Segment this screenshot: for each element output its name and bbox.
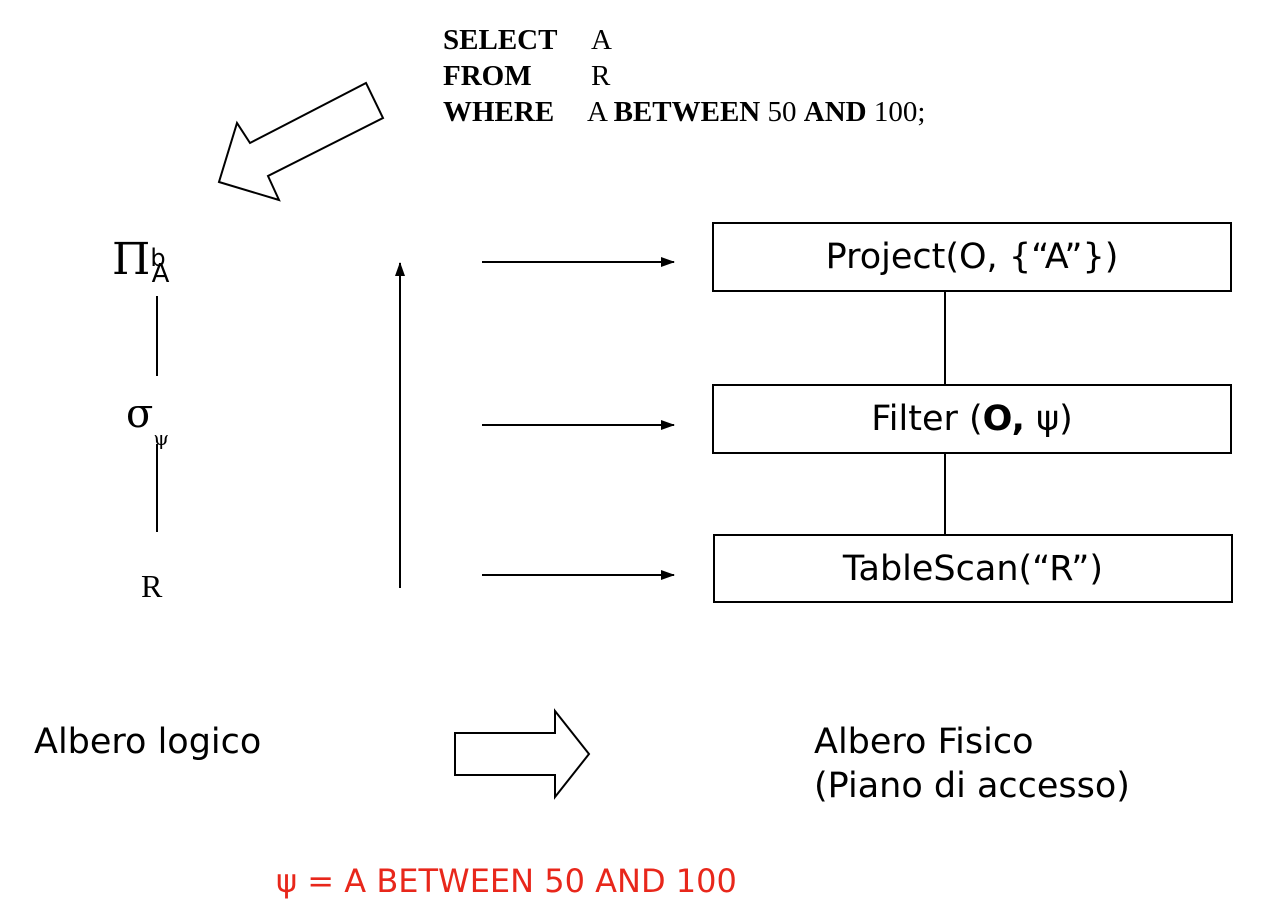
filter-operator-box: Filter (O, ψ)	[712, 384, 1232, 454]
sql-and-keyword: AND	[803, 96, 867, 128]
tablescan-operator-box: TableScan(“R”)	[713, 534, 1233, 603]
sql-to-logical-arrow	[217, 81, 385, 202]
logical-tree-caption: Albero logico	[34, 722, 262, 762]
sql-select-keyword: SELECT	[443, 24, 558, 56]
projection-superscript: b	[150, 244, 166, 272]
sql-from-keyword: FROM	[443, 60, 532, 92]
sql-where-clause: A BETWEEN 50 AND 100;	[587, 94, 925, 130]
filter-suffix: ψ)	[1024, 399, 1073, 439]
relation-node: R	[141, 568, 163, 604]
filter-bold-arg: O,	[982, 399, 1025, 439]
filter-operator-label: Filter (O, ψ)	[871, 399, 1073, 439]
sql-from-arg: R	[591, 60, 611, 92]
project-operator-label: Project(O, {“A”})	[825, 237, 1119, 277]
sql-between-keyword: BETWEEN	[613, 96, 761, 128]
sql-where-attr: A	[587, 96, 607, 128]
sql-where-keyword: WHERE	[443, 96, 555, 128]
project-operator-box: Project(O, {“A”})	[712, 222, 1232, 292]
filter-prefix: Filter (	[871, 399, 983, 439]
predicate-definition: ψ = A BETWEEN 50 AND 100	[276, 862, 737, 900]
physical-tree-caption: Albero Fisico (Piano di accesso)	[814, 720, 1130, 808]
sql-select-arg: A	[591, 24, 612, 56]
tablescan-operator-label: TableScan(“R”)	[842, 548, 1104, 589]
physical-tree-caption-line1: Albero Fisico	[814, 722, 1034, 762]
selection-symbol: σ	[126, 391, 154, 437]
logical-to-physical-arrow	[454, 708, 591, 800]
sql-low-value: 50	[767, 96, 797, 128]
selection-subscript: ψ	[153, 426, 169, 450]
projection-subscript: A	[151, 259, 170, 289]
sql-high-value: 100;	[873, 96, 926, 128]
physical-tree-caption-line2: (Piano di accesso)	[814, 766, 1130, 806]
projection-symbol: Π	[112, 234, 151, 285]
selection-node: σψ	[126, 391, 169, 450]
projection-node: ΠbA	[112, 234, 169, 290]
